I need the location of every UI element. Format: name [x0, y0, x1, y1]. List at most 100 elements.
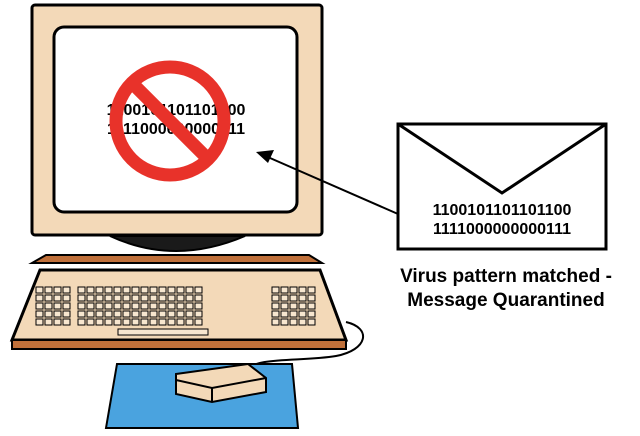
keyboard-key	[176, 302, 185, 310]
keyboard-key	[298, 294, 307, 302]
caption-line-1: Virus pattern matched -	[400, 266, 612, 287]
keyboard-key	[95, 318, 104, 326]
keyboard-key	[271, 310, 280, 318]
keyboard-key	[140, 318, 149, 326]
keyboard-key	[158, 302, 167, 310]
keyboard-key	[44, 302, 53, 310]
keyboard-key	[95, 310, 104, 318]
keyboard-key	[44, 294, 53, 302]
keyboard-key	[194, 302, 203, 310]
keyboard-key	[185, 286, 194, 294]
keyboard-key	[131, 294, 140, 302]
keyboard-key	[53, 318, 62, 326]
keyboard-key	[298, 302, 307, 310]
keyboard-key	[185, 318, 194, 326]
keyboard-key	[280, 302, 289, 310]
keyboard-key	[149, 286, 158, 294]
keyboard-key	[280, 286, 289, 294]
keyboard-key	[95, 286, 104, 294]
space-bar-key	[117, 328, 209, 336]
keyboard-key	[289, 318, 298, 326]
keyboard-key	[140, 294, 149, 302]
keyboard-key	[185, 310, 194, 318]
mouse-cable	[241, 321, 364, 373]
keyboard-key	[307, 302, 316, 310]
keyboard-key	[185, 302, 194, 310]
keyboard-keys	[35, 286, 316, 336]
keyboard-key	[62, 302, 71, 310]
keyboard-key	[149, 318, 158, 326]
keyboard-key	[113, 294, 122, 302]
keyboard-key	[77, 294, 86, 302]
keyboard-key	[53, 302, 62, 310]
keyboard-key	[176, 294, 185, 302]
keyboard-key	[122, 286, 131, 294]
keyboard-key	[167, 302, 176, 310]
keyboard-key	[298, 310, 307, 318]
keyboard-key	[271, 302, 280, 310]
keyboard-key	[62, 294, 71, 302]
keyboard-key	[35, 294, 44, 302]
keyboard-key	[149, 294, 158, 302]
keyboard-key	[53, 286, 62, 294]
keyboard-key	[35, 318, 44, 326]
keyboard-key	[194, 286, 203, 294]
keyboard-key	[86, 286, 95, 294]
envelope-icon	[396, 122, 608, 251]
keyboard-key	[113, 318, 122, 326]
keyboard-key	[53, 294, 62, 302]
keyboard-key	[95, 294, 104, 302]
keyboard-key	[122, 310, 131, 318]
keyboard-key	[298, 286, 307, 294]
keyboard-key	[307, 294, 316, 302]
monitor-neck	[109, 235, 246, 252]
keyboard-key	[77, 310, 86, 318]
caption-line-2: Message Quarantined	[407, 290, 604, 311]
keyboard-key	[44, 310, 53, 318]
keyboard-key	[104, 302, 113, 310]
keyboard-key	[289, 310, 298, 318]
keyboard-key	[104, 310, 113, 318]
keyboard-key	[44, 286, 53, 294]
mouse-icon	[175, 362, 267, 404]
keyboard-key	[280, 318, 289, 326]
keyboard-key	[113, 286, 122, 294]
keyboard-key	[113, 302, 122, 310]
keyboard-key	[53, 310, 62, 318]
keyboard-key	[149, 302, 158, 310]
keyboard-key	[280, 310, 289, 318]
keyboard-key	[86, 310, 95, 318]
monitor-base	[28, 254, 326, 264]
keyboard-key	[131, 310, 140, 318]
keyboard-key	[167, 286, 176, 294]
keyboard-key	[62, 310, 71, 318]
keyboard-key	[62, 318, 71, 326]
keyboard-key	[104, 318, 113, 326]
keyboard-key	[289, 302, 298, 310]
keyboard-key	[77, 286, 86, 294]
keyboard-key	[131, 318, 140, 326]
keyboard-key	[140, 310, 149, 318]
keyboard-key	[185, 294, 194, 302]
keyboard-key	[122, 318, 131, 326]
keyboard-key	[307, 318, 316, 326]
keyboard-key	[44, 318, 53, 326]
keyboard-key	[122, 294, 131, 302]
keyboard-key	[131, 286, 140, 294]
keyboard-key	[307, 286, 316, 294]
keyboard-key	[167, 318, 176, 326]
keyboard-key	[158, 286, 167, 294]
keyboard-key	[194, 294, 203, 302]
keyboard-key	[104, 294, 113, 302]
envelope-binary-line-1: 1100101101101100	[433, 202, 572, 219]
keyboard-key	[86, 318, 95, 326]
keyboard-key	[280, 294, 289, 302]
keyboard-key	[35, 302, 44, 310]
keyboard-key	[176, 286, 185, 294]
keyboard-key	[131, 302, 140, 310]
keyboard-key	[122, 302, 131, 310]
keyboard-key	[86, 302, 95, 310]
keyboard-key	[104, 286, 113, 294]
arrow-to-screen	[256, 150, 399, 215]
